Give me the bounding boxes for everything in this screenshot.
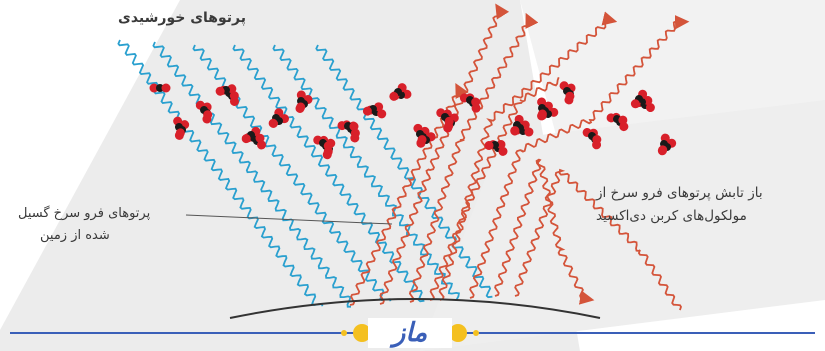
co2-molecule-icon [559, 81, 575, 101]
co2-molecule-icon [436, 108, 454, 126]
co2-molecule-icon [241, 126, 261, 144]
solar-rays [117, 39, 493, 308]
co2-molecules [149, 81, 677, 160]
co2-molecule-icon [149, 83, 171, 93]
brand-logo: ماز [368, 318, 452, 348]
infrared-ray [469, 14, 690, 299]
co2-molecule-icon [362, 102, 384, 116]
infrared-ray [349, 82, 469, 306]
ir-label-pointer [185, 214, 393, 225]
co2-molecule-icon [296, 90, 306, 112]
infrared-ray [429, 76, 560, 301]
co2-molecule-icon [484, 139, 506, 151]
co2-molecule-icon [173, 116, 185, 138]
solar-ray [315, 44, 493, 299]
co2-molecule-icon [582, 127, 602, 145]
emitted-ir-label-line1: پرتوهای فرو سرخ گسیل [18, 206, 151, 221]
sun-rays-label: پرتوهای خورشیدی [118, 10, 246, 26]
infrared-ray [379, 3, 510, 305]
earth-surface [229, 298, 601, 319]
co2-molecule-icon [459, 93, 481, 107]
solar-ray [232, 44, 425, 303]
co2-molecule-icon [658, 133, 670, 155]
infrared-rays [349, 3, 690, 311]
co2-molecule-icon [313, 135, 333, 151]
solar-ray [152, 41, 352, 308]
infrared-ray [514, 168, 682, 311]
co2-molecule-icon [389, 83, 407, 101]
reemission-label-line1: باز تابش پرتوهای فرو سرخ از [596, 185, 763, 201]
solar-ray [272, 44, 460, 301]
footer-decoration [10, 324, 815, 342]
footer-dot-icon [341, 330, 347, 336]
footer-dot-icon [473, 330, 479, 336]
co2-molecule-icon [413, 123, 427, 145]
co2-molecule-icon [510, 114, 524, 136]
infrared-ray [494, 158, 595, 305]
solar-ray [117, 39, 324, 307]
emitted-ir-label-line2: شده از زمین [40, 228, 110, 243]
co2-molecule-icon [337, 121, 359, 131]
co2-molecule-icon [215, 84, 237, 96]
co2-molecule-icon [606, 113, 628, 125]
co2-molecule-icon [268, 108, 284, 128]
reemission-label-line2: مولکول‌های کربن دی‌اکسید [596, 208, 747, 224]
co2-molecule-icon [537, 97, 547, 119]
co2-molecule-icon [630, 89, 648, 109]
footer-dot-icon [353, 324, 371, 342]
co2-molecule-icon [195, 100, 213, 120]
footer-dot-icon [449, 324, 467, 342]
infrared-ray [408, 12, 539, 303]
